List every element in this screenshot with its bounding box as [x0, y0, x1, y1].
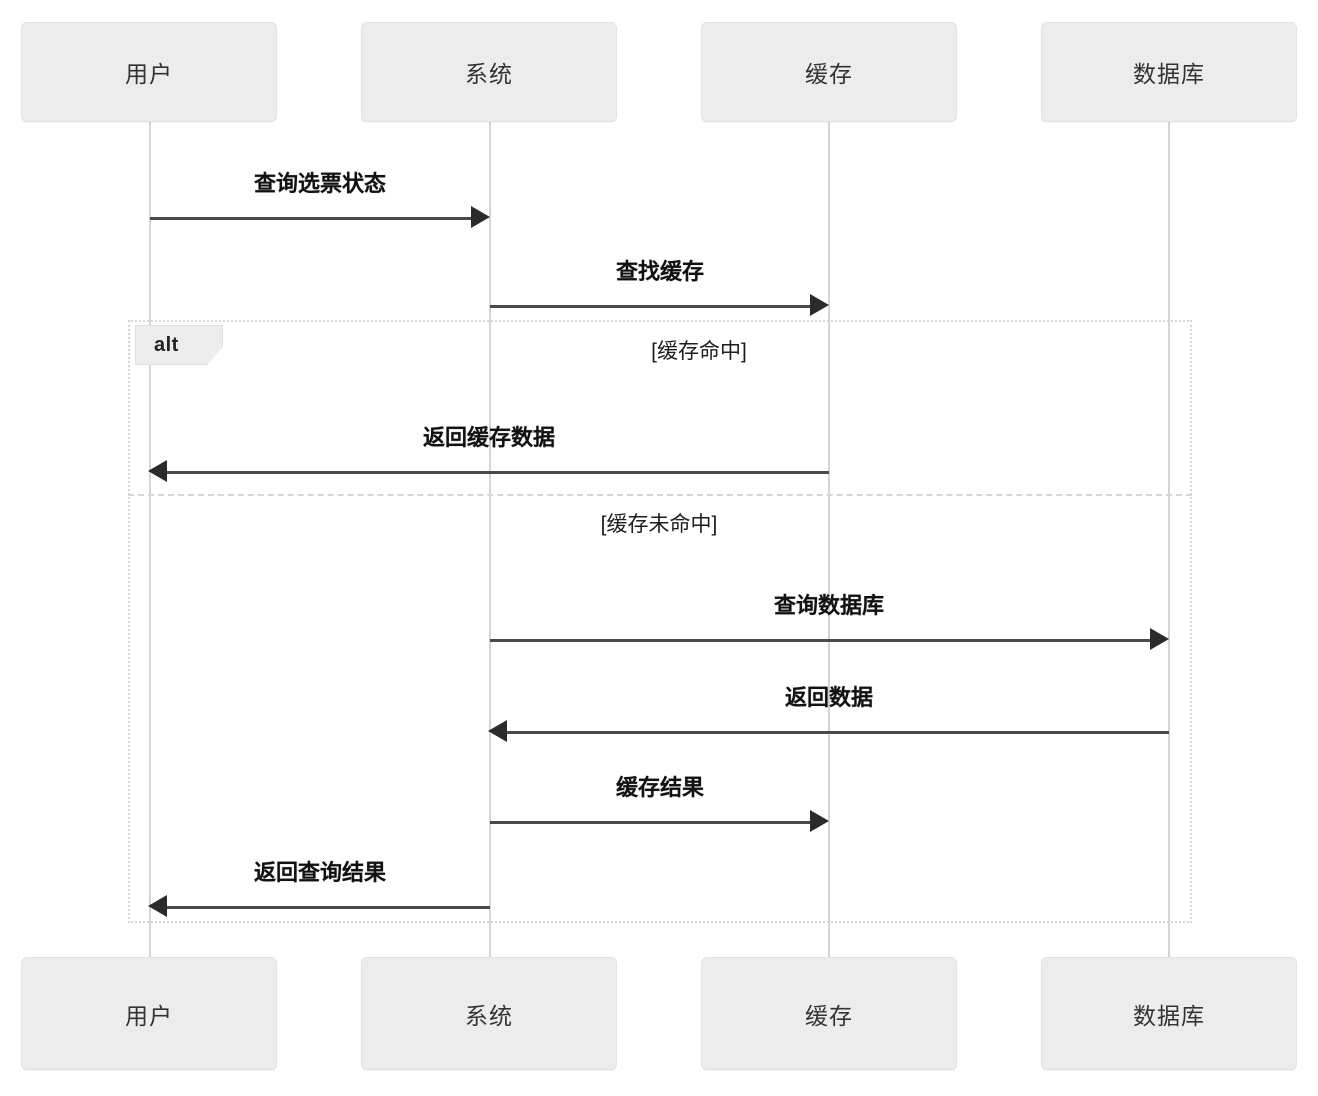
lifeline-user — [149, 122, 151, 960]
message-line-7 — [167, 906, 490, 909]
message-label-2: 查找缓存 — [616, 254, 704, 286]
message-text-3: 返回缓存数据 — [422, 425, 556, 450]
message-text-1: 查询选票状态 — [253, 171, 387, 196]
alt-condition-hit: [缓存命中] — [651, 335, 747, 365]
actor-box-system-top[interactable]: 系统 — [361, 22, 617, 122]
actor-label-cache-bottom: 缓存 — [805, 1002, 853, 1029]
alt-condition-hit-label: [缓存命中] — [651, 340, 747, 363]
message-text-5: 返回数据 — [784, 685, 874, 710]
message-line-4 — [490, 639, 1161, 642]
message-line-5 — [507, 731, 1169, 734]
lifeline-cache — [828, 122, 830, 960]
message-text-2: 查找缓存 — [615, 259, 705, 284]
message-line-2 — [490, 305, 821, 308]
message-label-6: 缓存结果 — [616, 770, 704, 802]
actor-box-database-top[interactable]: 数据库 — [1041, 22, 1297, 122]
arrow-head-2 — [810, 294, 829, 316]
actor-box-cache-bottom[interactable]: 缓存 — [701, 957, 957, 1070]
lifeline-database — [1168, 122, 1170, 960]
actor-box-database-bottom[interactable]: 数据库 — [1041, 957, 1297, 1070]
lifeline-system — [489, 122, 491, 960]
message-text-7: 返回查询结果 — [253, 860, 387, 885]
message-label-4: 查询数据库 — [774, 588, 884, 620]
message-label-1: 查询选票状态 — [254, 166, 386, 198]
message-text-4: 查询数据库 — [773, 593, 885, 618]
actor-label-system-top: 系统 — [465, 61, 513, 87]
message-label-7: 返回查询结果 — [254, 855, 386, 887]
message-label-3: 返回缓存数据 — [423, 420, 555, 452]
message-line-3 — [167, 471, 829, 474]
actor-label-user-bottom: 用户 — [125, 1002, 173, 1029]
actor-box-cache-top[interactable]: 缓存 — [701, 22, 957, 122]
alt-fragment-tag: alt — [135, 325, 223, 365]
arrow-head-6 — [810, 810, 829, 832]
actor-label-database-bottom: 数据库 — [1133, 1002, 1205, 1029]
actor-box-user-bottom[interactable]: 用户 — [21, 957, 277, 1070]
actor-label-system-bottom: 系统 — [465, 1002, 513, 1029]
actor-label-user-top: 用户 — [125, 61, 173, 87]
message-line-6 — [490, 821, 821, 824]
alt-fragment-frame — [128, 320, 1192, 923]
arrow-head-4 — [1150, 628, 1169, 650]
alt-fragment-tag-label: alt — [154, 333, 179, 356]
actor-box-system-bottom[interactable]: 系统 — [361, 957, 617, 1070]
actor-box-user-top[interactable]: 用户 — [21, 22, 277, 122]
alt-fragment-divider — [128, 494, 1192, 496]
alt-condition-miss: [缓存未命中] — [601, 508, 718, 538]
actor-label-database-top: 数据库 — [1133, 61, 1205, 87]
actor-label-cache-top: 缓存 — [805, 61, 853, 87]
alt-condition-miss-label: [缓存未命中] — [600, 513, 718, 536]
arrow-head-7 — [148, 895, 167, 917]
message-label-5: 返回数据 — [785, 680, 873, 712]
arrow-head-1 — [471, 206, 490, 228]
message-line-1 — [150, 217, 481, 220]
arrow-head-5 — [488, 720, 507, 742]
arrow-head-3 — [148, 460, 167, 482]
message-text-6: 缓存结果 — [615, 775, 705, 800]
